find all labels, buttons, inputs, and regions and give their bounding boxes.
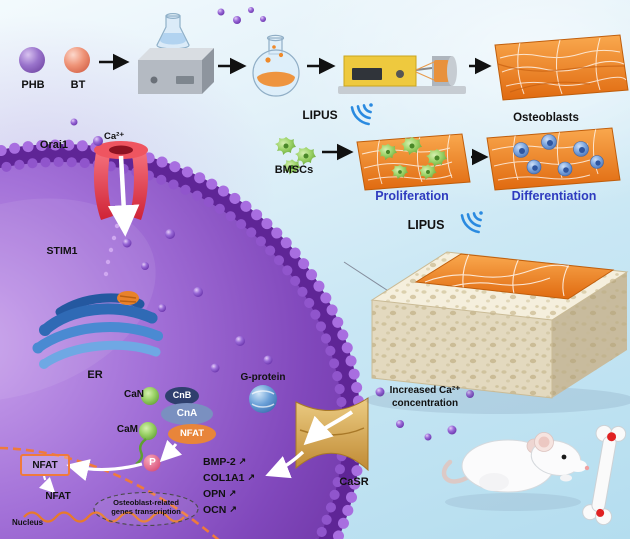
nucleus-label: Nucleus — [12, 518, 44, 527]
cnb-ellipse — [165, 387, 199, 405]
bmscs-label: BMSCs — [274, 164, 314, 176]
gene-label: BMP-2 — [203, 456, 236, 468]
fiber-mat — [494, 34, 629, 101]
lipus-label-cells: LIPUS — [302, 108, 338, 122]
phb-sphere — [19, 47, 45, 73]
stim1-label: STIM1 — [46, 245, 78, 257]
gene-label: OCN — [203, 504, 227, 516]
nuclear-envelope-dashed — [0, 446, 220, 539]
increased-ca-line1: Increased Ca²⁺ — [389, 385, 461, 396]
gene-label: OPN — [203, 488, 226, 500]
transcription-line2: genes transcription — [111, 507, 181, 516]
p-to-nfat-arrow — [66, 459, 143, 481]
cna-ellipse — [161, 403, 213, 425]
osteoblasts-label: Osteoblasts — [513, 112, 579, 124]
increased-ca-line2: concentration — [391, 398, 459, 409]
scaffold-top-mat — [414, 253, 615, 300]
casr-label: CaSR — [339, 476, 369, 488]
gene-item-opn: OPN ↗ — [203, 488, 255, 504]
up-arrow-icon: ↗ — [229, 504, 237, 514]
lipus-label-scaffold: LIPUS — [407, 218, 445, 232]
can-label: CaN — [123, 389, 144, 400]
nfat-ellipse — [168, 424, 216, 444]
orai1-channel — [93, 141, 149, 237]
gene-item-col1a1: COL1A1 ↗ — [203, 472, 255, 488]
transcription-oval — [93, 491, 199, 527]
electrospinning-device — [338, 55, 466, 94]
calcium-ion-label: Ca²⁺ — [104, 131, 125, 142]
calcium-ions — [70, 7, 474, 441]
er-label: ER — [87, 369, 103, 381]
process-arrows — [99, 53, 492, 166]
bone-lesion-dot — [607, 432, 617, 442]
nfat-cytoplasm-box: NFAT — [20, 454, 70, 476]
cam-tail — [135, 438, 147, 466]
gene-label: COL1A1 — [203, 472, 245, 484]
mouse-tail — [441, 459, 473, 484]
bt-sphere — [64, 47, 90, 73]
calcium-influx-arrow — [107, 155, 140, 237]
mouse-eye — [561, 454, 567, 460]
transcription-line1: Osteoblast-related — [113, 498, 179, 507]
casr-to-genes-arrow — [265, 450, 305, 479]
lipus-waves-scaffold-icon — [460, 211, 483, 234]
up-arrow-icon: ↗ — [228, 488, 237, 498]
material-spheres — [19, 47, 90, 73]
bone-illustration — [582, 424, 627, 526]
nfat-to-nucleus-arrow — [38, 475, 56, 494]
phosphate-circle — [143, 454, 161, 472]
sonicator-machine — [138, 13, 214, 94]
g-protein — [249, 385, 277, 413]
casr-receptor — [295, 397, 369, 472]
cam-protein — [139, 422, 157, 440]
bmsc-cells-on-mat — [378, 137, 447, 180]
phb-label: PHB — [21, 79, 45, 91]
orai1-label: Orai1 — [39, 139, 69, 151]
lipus-waves-icon — [350, 103, 373, 126]
nfat-nucleus-label: NFAT — [45, 491, 71, 502]
gene-item-bmp2: BMP-2 ↗ — [203, 456, 255, 472]
cnb-label: CnB — [172, 390, 192, 400]
proliferation-label: Proliferation — [375, 189, 449, 203]
differentiation-mat — [486, 127, 621, 191]
scaffold-block — [343, 251, 630, 414]
casr-signal-arrow — [303, 410, 354, 446]
er-organelle — [32, 291, 163, 369]
suspension-flask — [252, 34, 300, 97]
cna-label: CnA — [176, 408, 198, 419]
dna-squiggle — [23, 511, 185, 523]
up-arrow-icon: ↗ — [238, 456, 247, 466]
can-protein — [141, 387, 159, 405]
phosphate-label: P — [149, 457, 156, 468]
gene-item-ocn: OCN ↗ — [203, 504, 255, 520]
cam-label: CaM — [116, 424, 138, 435]
signaling-cascade — [38, 387, 216, 494]
osteogenic-genes-list: BMP-2 ↗ COL1A1 ↗ OPN ↗ OCN ↗ — [203, 456, 255, 520]
proliferation-mat — [356, 133, 471, 191]
up-arrow-icon: ↗ — [247, 472, 255, 482]
mouse-illustration — [441, 432, 590, 511]
bmsc-cells — [275, 137, 316, 175]
nfat-to-p-arrow — [159, 439, 183, 463]
osteoblast-cells — [513, 134, 604, 177]
nfat-ellipse-label: NFAT — [179, 428, 205, 439]
bt-label: BT — [70, 79, 86, 91]
bone-lesion-dot — [596, 508, 605, 517]
nucleus-region — [0, 446, 220, 539]
g-protein-label: G-protein — [240, 372, 286, 383]
mouse-nose — [584, 465, 590, 471]
differentiation-label: Differentiation — [511, 189, 597, 203]
